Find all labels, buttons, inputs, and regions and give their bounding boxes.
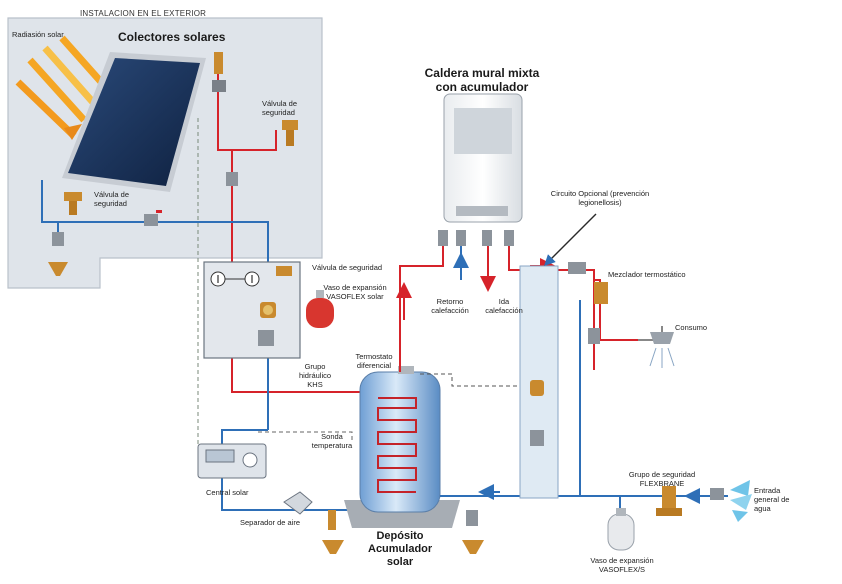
solar-collector-icon	[62, 52, 206, 192]
outdoor-zone-label: INSTALACION EN EL EXTERIOR	[80, 9, 207, 18]
expansion-vessel-flex-icon	[607, 508, 635, 551]
water-inlet-label: Entrada general de agua	[754, 486, 790, 513]
thermostatic-mixer-label: Mezclador termostático	[608, 270, 686, 279]
safety-valve-top-icon	[282, 120, 298, 146]
tank-drain-valve-icon	[462, 510, 484, 554]
safety-valve-left-label: Válvula de seguridad	[94, 190, 130, 208]
air-separator-icon	[283, 491, 313, 515]
optional-circuit-label: Circuito Opcional (prevención legionello…	[550, 189, 650, 207]
collectors-title: Colectores solares	[118, 30, 226, 44]
drain-funnel-bottom-icon	[322, 510, 344, 554]
safety-valve-top-label: Válvula de seguridad	[262, 99, 298, 117]
solar-tank-icon	[344, 366, 460, 528]
return-heating-label: Retorno calefacción	[431, 297, 469, 315]
solar-tank-title: Depósito Acumulador solar	[368, 530, 433, 568]
sensor-wire-tank	[258, 431, 353, 440]
optional-circuit-pointer	[544, 213, 597, 266]
boiler-connections	[438, 230, 514, 246]
safety-group-icon	[656, 486, 724, 516]
thermostatic-mixer-icon	[568, 262, 608, 344]
expansion-vessel-solar-label: Vaso de expansión VASOFLEX solar	[323, 283, 387, 301]
safety-valve-left-icon	[64, 192, 82, 215]
hydraulic-group-label: Grupo hidráulico KHS	[298, 362, 332, 389]
safety-group-label: Grupo de seguridad FLEXBRANE	[628, 470, 696, 488]
consumption-label: Consumo	[675, 323, 708, 332]
boiler-icon	[443, 93, 523, 223]
ball-valve-left-icon	[144, 210, 162, 226]
differential-thermostat-label: Termostato diferencial	[355, 352, 393, 370]
expansion-vessel-flex-label: Vaso de expansión VASOFLEX/S	[590, 556, 654, 574]
temp-probe-label: Sonda temperatura	[311, 432, 353, 450]
expansion-vessel-solar-icon	[306, 290, 334, 328]
central-solar-icon	[197, 443, 267, 479]
solar-hot-pipe	[217, 58, 412, 393]
thermostat-wire	[420, 373, 520, 387]
flow-heating-label: Ida calefacción	[485, 297, 523, 315]
shower-head-icon	[638, 326, 675, 368]
water-inlet-icon	[730, 480, 752, 522]
collector-vent-valve-icon	[212, 52, 226, 92]
hydraulic-group-box	[203, 261, 301, 359]
optional-circuit-panel	[519, 265, 559, 499]
solar-radiation-label: Radiasión solar	[12, 30, 64, 39]
drain-funnel-left-icon	[48, 232, 68, 276]
central-solar-label: Central solar	[206, 488, 249, 497]
boiler-title: Caldera mural mixta con acumulador	[424, 66, 540, 94]
safety-valve-kit-label: Válvula de seguridad	[312, 263, 383, 272]
collector-valve-mid-icon	[226, 172, 238, 186]
air-separator-label: Separador de aire	[240, 518, 301, 527]
